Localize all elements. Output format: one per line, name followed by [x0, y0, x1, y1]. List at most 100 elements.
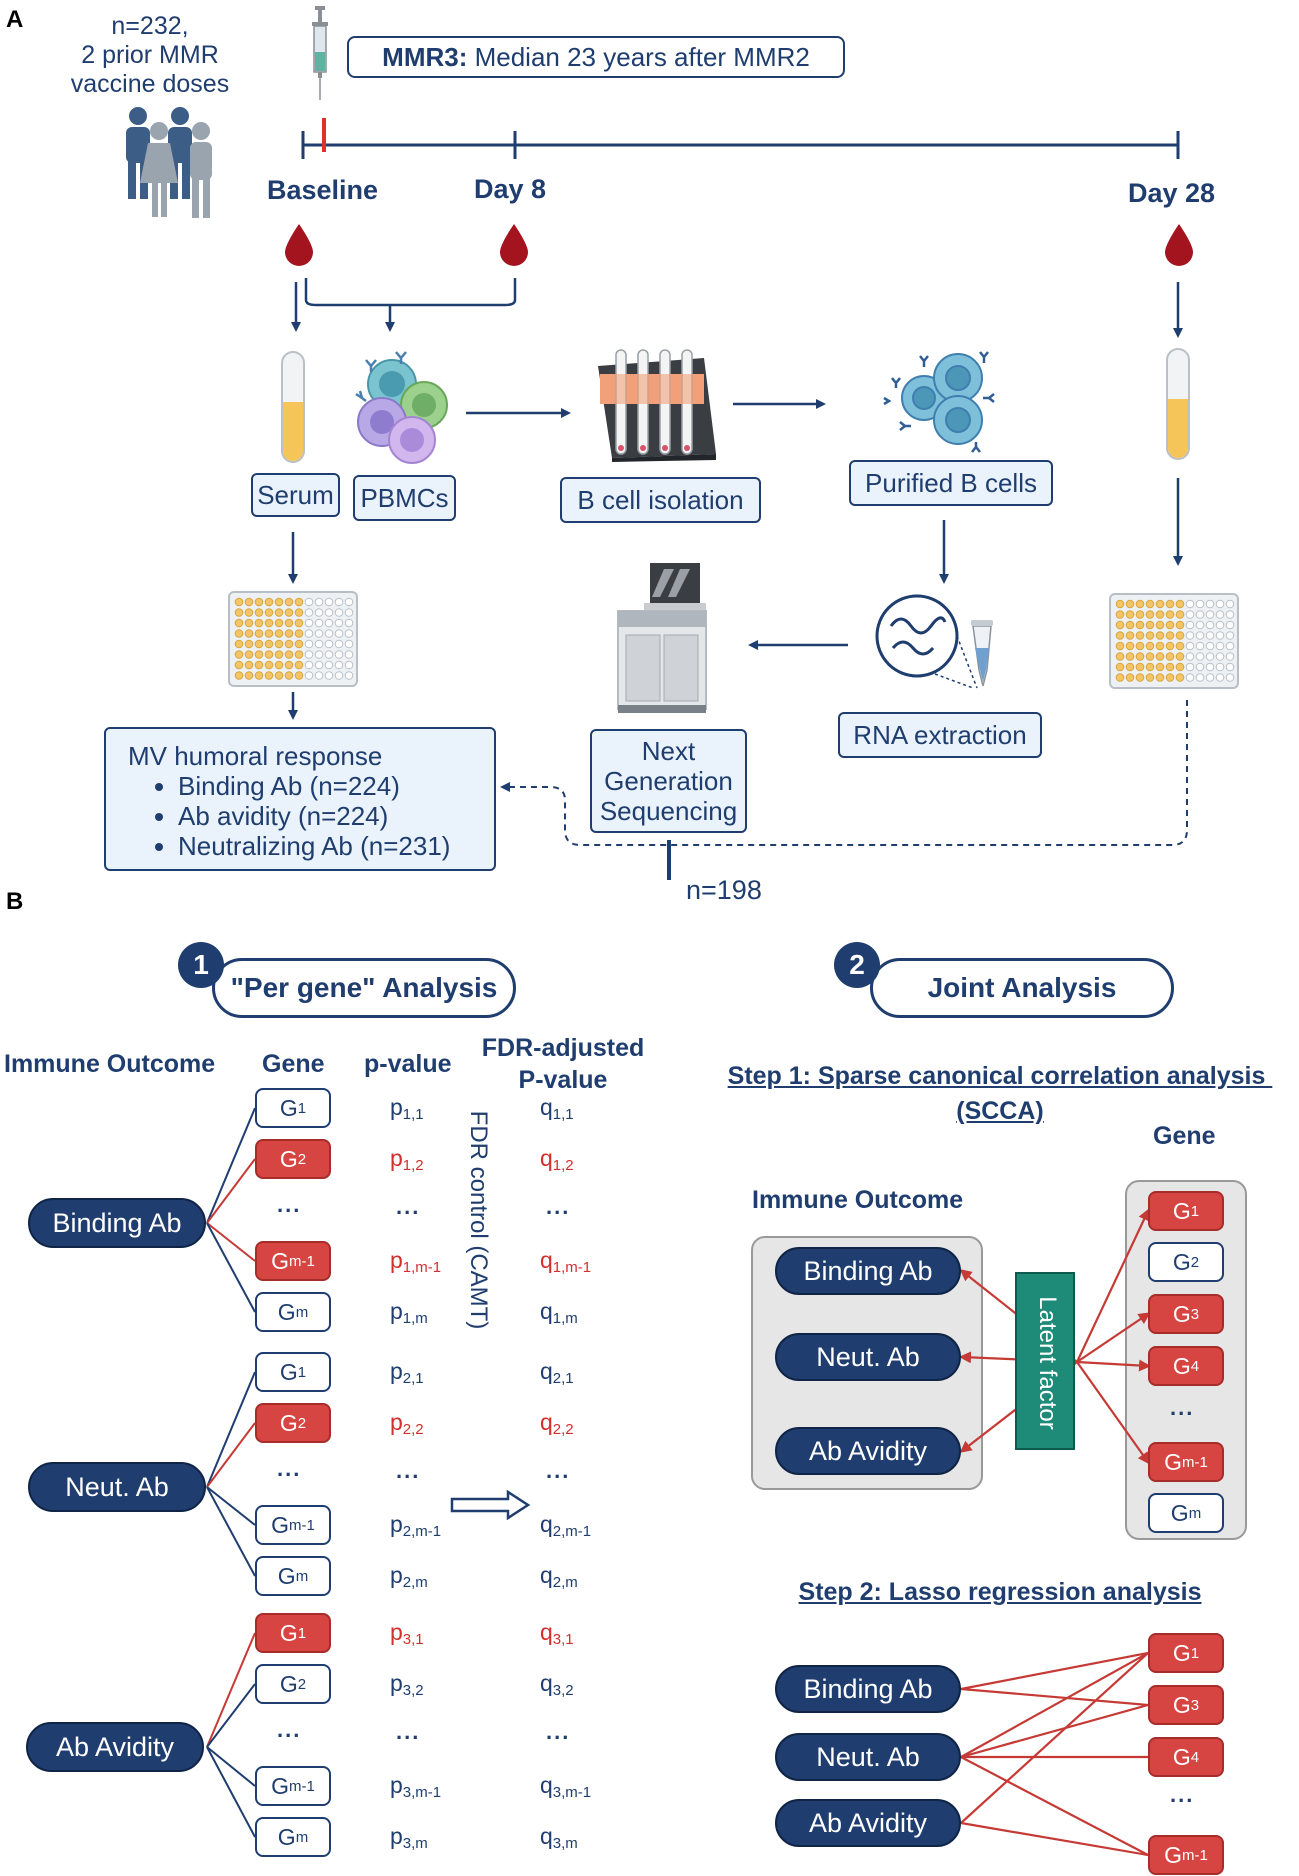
baseline-label: Baseline — [267, 175, 379, 205]
well — [1165, 641, 1175, 651]
well — [1145, 673, 1155, 682]
lasso-link — [960, 1652, 1149, 1758]
well — [1115, 610, 1125, 619]
mv-response-list: Binding Ab (n=224) Ab avidity (n=224) Ne… — [128, 771, 494, 861]
step-number-badge: 1 — [178, 942, 224, 988]
well — [1175, 641, 1185, 651]
well — [294, 671, 304, 680]
well — [234, 650, 244, 659]
step1-gene-label: Gene — [1153, 1122, 1216, 1150]
well — [264, 660, 274, 670]
well — [1205, 620, 1215, 630]
step1-title-line-2: (SCCA) — [956, 1097, 1044, 1125]
panel-label-a: A — [6, 6, 24, 33]
rna-extraction-icon — [875, 594, 993, 689]
well — [1115, 631, 1125, 640]
well — [254, 618, 264, 628]
well — [284, 618, 294, 628]
scca-link — [1076, 1312, 1151, 1363]
well — [294, 618, 304, 628]
well — [1215, 662, 1225, 672]
well — [1185, 652, 1195, 661]
well — [1225, 652, 1235, 661]
well — [1155, 673, 1165, 682]
well — [294, 650, 304, 659]
well — [1175, 599, 1185, 609]
well — [284, 660, 294, 670]
well — [1165, 610, 1175, 619]
well — [1165, 673, 1175, 682]
well — [1125, 631, 1135, 640]
blood-drop-icon — [285, 224, 313, 266]
well — [334, 671, 344, 680]
well — [304, 671, 314, 680]
well — [1115, 641, 1125, 651]
gene-link — [206, 1222, 256, 1262]
well — [314, 671, 324, 680]
well — [344, 618, 354, 628]
well — [274, 629, 284, 638]
gene-link — [206, 1683, 256, 1748]
well — [1125, 599, 1135, 609]
lasso-link — [960, 1652, 1149, 1824]
gene-link — [206, 1222, 256, 1313]
well — [244, 608, 254, 617]
well — [1155, 631, 1165, 640]
well — [1205, 610, 1215, 619]
ngs-label: Next Generation Sequencing — [590, 729, 747, 833]
well — [304, 597, 314, 607]
cohort-description: n=232, 2 prior MMR vaccine doses — [60, 12, 240, 99]
well — [1195, 673, 1205, 682]
step1-title: Step 1: Sparse canonical correlation ana… — [700, 1062, 1299, 1126]
well — [294, 639, 304, 649]
well — [304, 650, 314, 659]
well — [314, 660, 324, 670]
well — [264, 597, 274, 607]
well — [274, 597, 284, 607]
well — [1215, 652, 1225, 661]
well — [1185, 641, 1195, 651]
immune-outcome-header: Immune Outcome — [4, 1050, 216, 1078]
step2-title: Step 2: Lasso regression analysis — [798, 1578, 1202, 1606]
well — [1135, 652, 1145, 661]
rna-extraction-label: RNA extraction — [838, 712, 1042, 758]
ngs-line-3: Sequencing — [599, 796, 738, 826]
well — [1115, 662, 1125, 672]
mv-response-item: Neutralizing Ab (n=231) — [178, 831, 494, 861]
well — [254, 597, 264, 607]
ngs-line-2: Generation — [604, 766, 733, 796]
well — [1225, 599, 1235, 609]
well — [274, 639, 284, 649]
well — [274, 671, 284, 680]
well — [1185, 599, 1195, 609]
well — [244, 660, 254, 670]
fdr-header-line-1: FDR-adjusted — [481, 1034, 645, 1062]
well — [304, 660, 314, 670]
well — [1155, 599, 1165, 609]
well — [324, 629, 334, 638]
well — [1175, 662, 1185, 672]
well — [1135, 620, 1145, 630]
well — [1145, 610, 1155, 619]
blood-drop-icon — [500, 224, 528, 266]
syringe-icon — [312, 6, 328, 100]
well — [284, 639, 294, 649]
well — [1175, 610, 1185, 619]
blood-drop-icon — [1165, 224, 1193, 266]
cohort-line-1: n=232, — [111, 12, 189, 40]
scca-link — [1076, 1361, 1150, 1465]
mv-response-item: Ab avidity (n=224) — [178, 801, 494, 831]
serum-tube-icon — [1166, 348, 1190, 460]
lasso-link — [960, 1756, 1149, 1856]
well — [334, 597, 344, 607]
well — [234, 618, 244, 628]
well — [284, 629, 294, 638]
well — [1165, 599, 1175, 609]
well — [334, 618, 344, 628]
well — [1205, 673, 1215, 682]
well — [1195, 631, 1205, 640]
well — [294, 597, 304, 607]
well — [344, 639, 354, 649]
cohort-line-2: 2 prior MMR — [81, 41, 219, 69]
well — [1215, 599, 1225, 609]
